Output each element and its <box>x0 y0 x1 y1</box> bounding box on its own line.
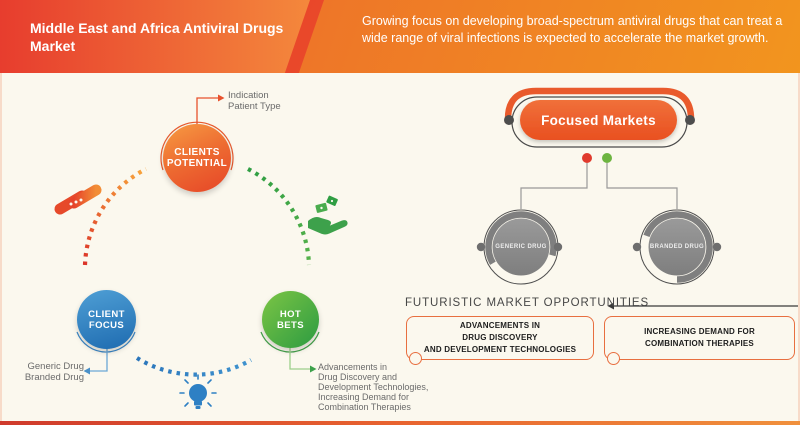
focused-markets-pill <box>520 100 677 140</box>
segment-side-dot <box>553 242 563 252</box>
arrow-right-icon <box>310 365 317 373</box>
opportunity-box-corner-ring <box>607 352 620 365</box>
focused-markets-title: Focused Markets <box>541 112 656 128</box>
dotted-arc-orange <box>82 167 147 266</box>
pill-top-arc <box>504 87 695 123</box>
node-client-focus: CLIENT FOCUS <box>77 290 136 349</box>
connector-client-focus <box>83 348 108 375</box>
node-label-line: CLIENTS <box>174 147 220 158</box>
segment-side-dot <box>632 242 642 252</box>
node-label-line: FOCUS <box>88 319 125 331</box>
node-label-line: BETS <box>277 319 304 331</box>
dotted-arc-blue <box>135 356 253 377</box>
annotation-client-focus: Generic Drug Branded Drug <box>24 361 84 384</box>
focused-markets-canvas <box>476 87 800 310</box>
header-banner: Middle East and Africa Antiviral Drugs M… <box>0 0 800 73</box>
arrow-left-icon <box>83 367 90 375</box>
money-hand-icon <box>308 195 348 235</box>
page-border-bottom <box>0 421 800 425</box>
segment-side-dot <box>476 242 486 252</box>
branch-dot-green <box>602 153 612 163</box>
node-clients-potential: CLIENTS POTENTIAL <box>163 124 231 192</box>
annotation-hot-bets: Advancements in Drug Discovery and Devel… <box>318 362 429 412</box>
arrow-left-icon <box>607 302 614 310</box>
opportunity-box-corner-ring <box>409 352 422 365</box>
cycle-diagram-canvas <box>54 94 348 409</box>
opportunities-heading: FUTURISTIC MARKET OPPORTUNITIES <box>405 297 650 309</box>
arrow-right-icon <box>218 94 225 102</box>
segment-generic-drug <box>476 209 563 285</box>
lightbulb-icon <box>179 374 217 409</box>
branch-line-left <box>520 163 588 209</box>
node-hot-bets: HOT BETS <box>262 291 319 348</box>
segment-side-dot <box>712 242 722 252</box>
page-border-left <box>0 73 2 425</box>
dotted-arc-green <box>247 167 312 266</box>
connector-hot-bets <box>289 348 317 373</box>
ring-client-focus <box>76 331 136 353</box>
opportunity-box-1: ADVANCEMENTS IN DRUG DISCOVERY AND DEVEL… <box>406 316 594 360</box>
segment-branded-drug <box>632 209 722 285</box>
handshake-icon <box>54 184 102 215</box>
page-title: Middle East and Africa Antiviral Drugs M… <box>30 20 284 55</box>
node-label-line: POTENTIAL <box>166 158 228 169</box>
branch-line-right <box>606 163 678 209</box>
annotation-clients-potential: Indication Patient Type <box>228 90 281 113</box>
page-border-right <box>798 73 800 425</box>
node-label-line: CLIENT <box>88 308 125 320</box>
connector-clients-potential <box>196 94 225 125</box>
opportunity-box-2: INCREASING DEMAND FOR COMBINATION THERAP… <box>604 316 795 360</box>
segment-label-branded-drug: BRANDED DRUG <box>649 244 705 250</box>
node-label-line: HOT <box>279 308 302 320</box>
segment-label-generic-drug: GENERIC DRUG <box>495 244 547 250</box>
header-description: Growing focus on developing broad-spectr… <box>362 14 783 45</box>
pill-side-dot-right <box>685 115 695 125</box>
opportunities-arrow <box>607 302 800 310</box>
pill-side-dot-left <box>504 115 514 125</box>
branch-dot-red <box>582 153 592 163</box>
